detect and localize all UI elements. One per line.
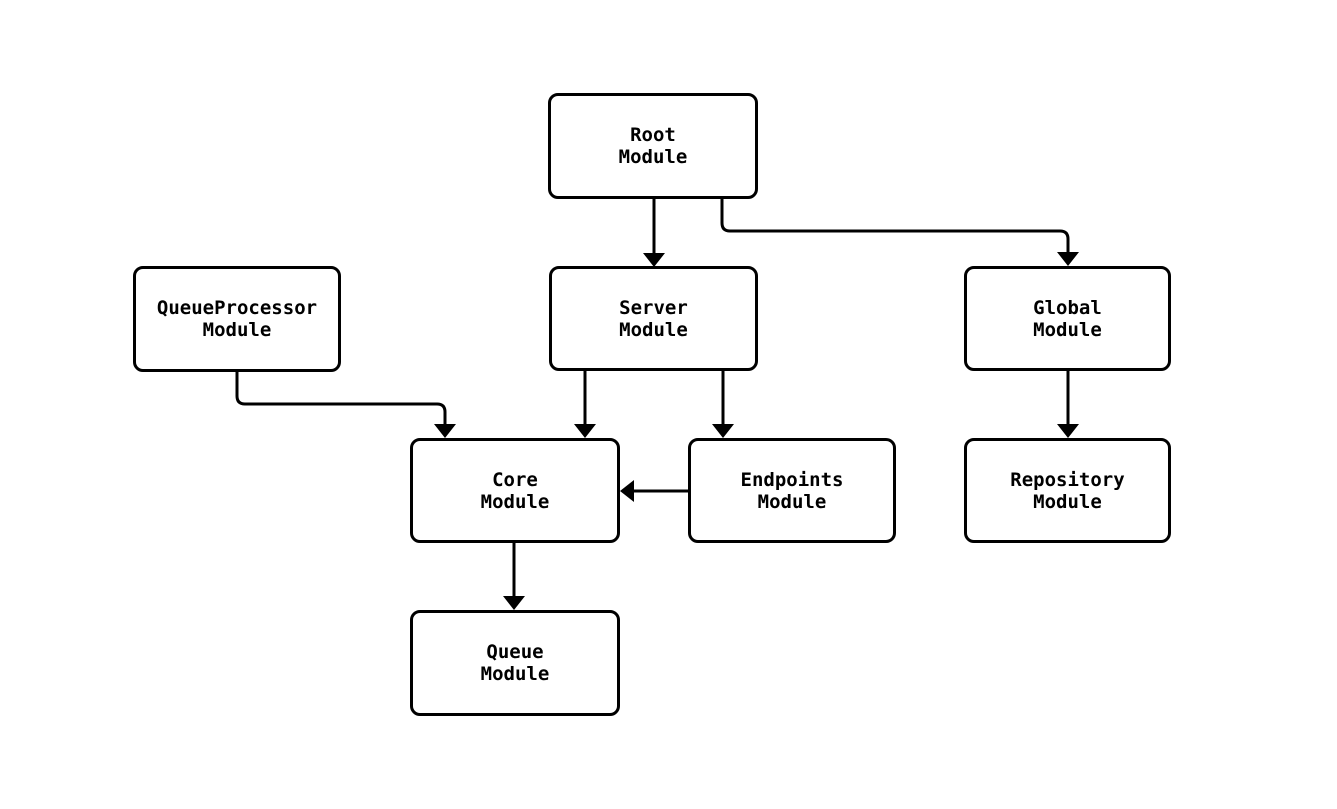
- node-global-module: Global Module: [964, 266, 1171, 371]
- node-core-module: Core Module: [410, 438, 620, 543]
- edge-server-to-endpoints: [712, 371, 734, 438]
- edge-global-to-repository: [1057, 371, 1079, 438]
- node-label-line1: Endpoints: [740, 468, 844, 491]
- node-queue-module: Queue Module: [410, 610, 620, 716]
- node-label-line1: Server: [619, 296, 688, 319]
- node-label-line1: Core: [492, 468, 538, 491]
- node-label-line1: Queue: [486, 641, 544, 663]
- node-label: Repository Module: [1010, 469, 1124, 513]
- node-server-module: Server Module: [549, 266, 758, 371]
- node-label-line2: Module: [480, 663, 550, 685]
- node-label: Core Module: [481, 469, 550, 513]
- node-queueprocessor-module: QueueProcessor Module: [133, 266, 341, 372]
- node-label-line1: Root: [630, 124, 676, 146]
- edge-server-to-core: [574, 371, 596, 438]
- node-label: Root Module: [619, 124, 688, 168]
- node-label-line2: Module: [618, 146, 688, 168]
- edge-root-to-global: [720, 199, 1079, 266]
- node-root-module: Root Module: [548, 93, 758, 199]
- node-label-line1: Global: [1033, 296, 1102, 319]
- node-label: Global Module: [1033, 297, 1102, 341]
- node-label-line2: Module: [202, 319, 272, 341]
- node-label-line2: Module: [1033, 490, 1102, 513]
- node-label: Endpoints Module: [741, 469, 844, 513]
- node-label-line2: Module: [480, 490, 550, 513]
- node-label: Server Module: [619, 297, 688, 341]
- node-label-line2: Module: [619, 318, 688, 341]
- edge-root-to-server: [643, 199, 665, 267]
- node-repository-module: Repository Module: [964, 438, 1171, 543]
- node-label-line2: Module: [1033, 318, 1102, 341]
- node-label: Queue Module: [481, 641, 550, 685]
- edge-core-to-queue: [503, 543, 525, 610]
- edge-endpoints-to-core: [620, 480, 688, 502]
- node-endpoints-module: Endpoints Module: [688, 438, 896, 543]
- node-label-line1: Repository: [1010, 468, 1125, 491]
- node-label-line1: QueueProcessor: [156, 297, 318, 319]
- node-label: QueueProcessor Module: [157, 297, 317, 341]
- node-label-line2: Module: [757, 490, 827, 513]
- edge-queueprocessor-to-core: [235, 372, 456, 438]
